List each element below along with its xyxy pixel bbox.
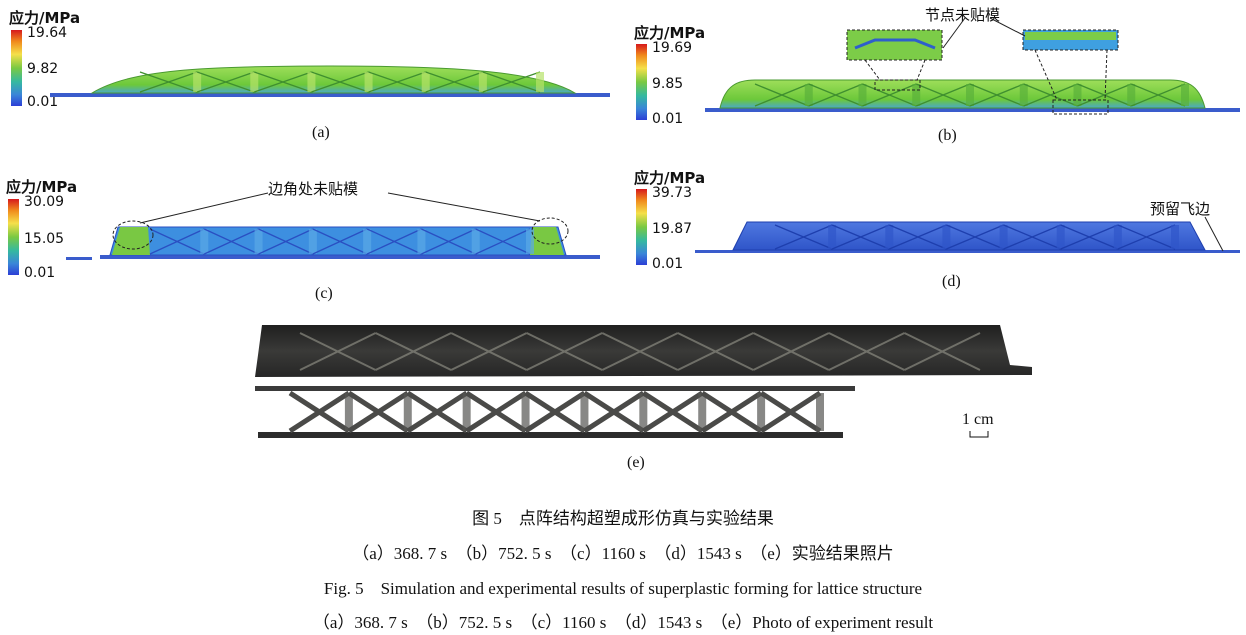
caption-cn-sub: （a）368. 7 s （b）752. 5 s （c）1160 s （d）154… bbox=[352, 544, 894, 563]
caption-en-sub: （a）368. 7 s （b）752. 5 s （c）1160 s （d）154… bbox=[312, 613, 934, 632]
panel-label: (d) bbox=[942, 273, 961, 290]
stress-unit-label: 应力/MPa bbox=[634, 24, 706, 42]
annotation-label: 节点未贴模 bbox=[925, 6, 1001, 24]
colorbar-min: 0.01 bbox=[24, 265, 56, 281]
panel-label: (b) bbox=[938, 127, 957, 144]
colorbar-min: 0.01 bbox=[652, 111, 684, 127]
caption-en-title: Fig. 5 Simulation and experimental resul… bbox=[323, 579, 923, 598]
scale-bar-label: 1 cm bbox=[962, 411, 994, 428]
panel-d: 应力/MPa 39.73 19.87 0.01 预留飞边 (d) bbox=[625, 165, 1246, 310]
panel-label: (c) bbox=[315, 285, 333, 302]
experiment-photo bbox=[255, 325, 1032, 438]
simulation-structure-b bbox=[705, 17, 1240, 115]
colorbar-min: 0.01 bbox=[652, 256, 684, 272]
panel-label: (a) bbox=[312, 124, 330, 141]
colorbar-max: 19.69 bbox=[652, 40, 693, 56]
panel-b: 应力/MPa 19.69 9.85 0.01 节点未贴模 (b) bbox=[625, 0, 1246, 160]
colorbar-mid: 15.05 bbox=[24, 231, 65, 247]
colorbar bbox=[636, 189, 647, 265]
simulation-structure-d bbox=[695, 216, 1240, 253]
colorbar-max: 19.64 bbox=[27, 25, 68, 41]
colorbar bbox=[636, 44, 647, 120]
simulation-structure-c bbox=[66, 192, 600, 260]
colorbar-mid: 9.85 bbox=[652, 76, 684, 92]
colorbar bbox=[11, 30, 22, 106]
stress-unit-label: 应力/MPa bbox=[634, 169, 706, 187]
colorbar bbox=[8, 199, 19, 275]
panel-c: 应力/MPa 30.09 15.05 0.01 边角处未贴模 (c) bbox=[0, 165, 620, 310]
stress-unit-label: 应力/MPa bbox=[6, 178, 78, 196]
panel-a: 应力/MPa 19.64 9.82 0.01 (a) bbox=[0, 0, 620, 160]
colorbar-min: 0.01 bbox=[27, 94, 59, 110]
panel-label: (e) bbox=[627, 454, 645, 471]
simulation-structure-a bbox=[50, 65, 610, 97]
panel-e: 1 cm (e) bbox=[0, 315, 1246, 475]
colorbar-mid: 19.87 bbox=[652, 221, 693, 237]
colorbar-max: 39.73 bbox=[652, 185, 693, 201]
colorbar-mid: 9.82 bbox=[27, 61, 59, 77]
colorbar-max: 30.09 bbox=[24, 194, 65, 210]
caption-cn-title: 图 5 点阵结构超塑成形仿真与实验结果 bbox=[472, 509, 774, 528]
annotation-label: 预留飞边 bbox=[1150, 200, 1211, 218]
stress-unit-label: 应力/MPa bbox=[9, 9, 81, 27]
annotation-label: 边角处未贴模 bbox=[268, 180, 359, 198]
